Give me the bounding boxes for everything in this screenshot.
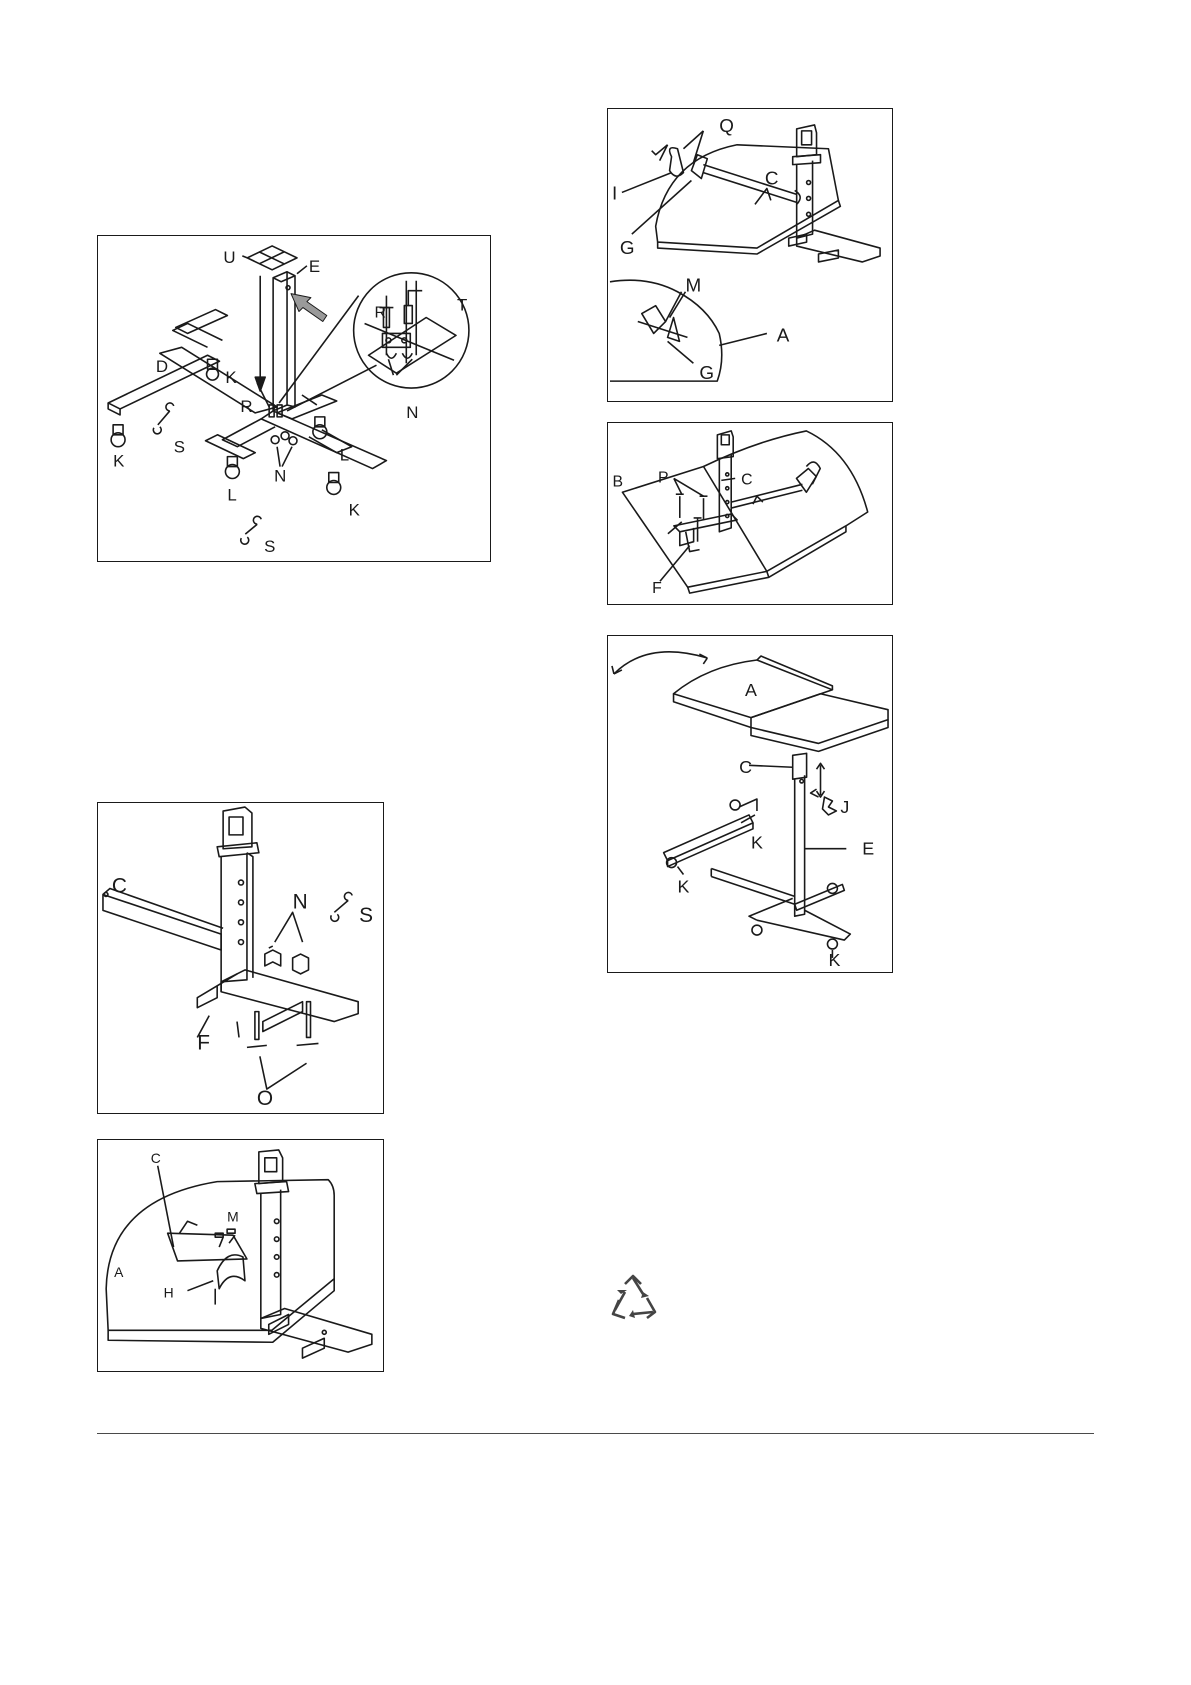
label-A: A [745,680,757,700]
label-G-top: G [620,237,635,258]
label-K-top: K [225,368,237,387]
label-A: A [777,324,790,345]
column-bracket-drawing: C N S F O [98,803,383,1113]
label-I: I [612,182,617,203]
label-D: D [156,357,168,376]
label-N-zoom: N [406,403,418,422]
label-M: M [227,1208,239,1224]
figure-base-assembly: U E T R D K R N K S L N L K S [97,235,491,562]
figure-tabletop-clamp: C M A H [97,1139,384,1372]
base-assembly-drawing: U E T R D K R N K S L N L K S [98,236,490,561]
label-C: C [741,471,752,488]
label-R-zoom: R [375,304,386,321]
label-G-bottom: G [699,362,714,383]
label-K-right: K [751,833,763,853]
label-S-left: S [174,438,185,457]
figure-tabletop-b: P B C F [607,422,893,605]
label-U: U [223,248,235,267]
label-N: N [293,890,308,913]
label-C: C [765,167,779,188]
figure-hinge-knob: Q I C G M A G [607,108,893,402]
label-A: A [114,1264,124,1280]
label-Q: Q [719,115,734,136]
label-C: C [739,757,752,777]
label-J: J [840,797,849,817]
label-B: B [613,473,624,490]
label-O: O [257,1087,273,1110]
label-C: C [112,874,127,897]
tabletop-clamp-drawing: C M A H [98,1140,383,1371]
footer-rule [97,1433,1094,1434]
figure-column-bracket: C N S F O [97,802,384,1114]
label-H: H [164,1285,174,1301]
label-F: F [197,1031,210,1054]
recycle-icon [603,1270,663,1330]
label-N-mid: N [274,466,286,485]
label-P: P [658,469,669,486]
label-K-left: K [113,452,125,471]
label-K-bottom: K [349,500,361,519]
label-S: S [359,904,373,927]
label-M: M [685,275,701,296]
label-R-mid: R [240,397,252,416]
label-K-bottom: K [828,950,840,970]
label-C: C [151,1150,161,1166]
label-L-left: L [227,485,236,504]
label-L-right: L [340,446,349,465]
finished-table-drawing: A C J K E K K [608,636,892,972]
label-F: F [652,580,662,597]
label-E: E [862,839,874,859]
label-S-bottom: S [264,537,275,556]
label-K-left: K [678,876,690,896]
figure-finished-table: A C J K E K K [607,635,893,973]
label-E: E [309,257,320,276]
tabletop-b-drawing: P B C F [608,423,892,604]
label-T: T [457,296,467,315]
hinge-knob-drawing: Q I C G M A G [608,109,892,401]
